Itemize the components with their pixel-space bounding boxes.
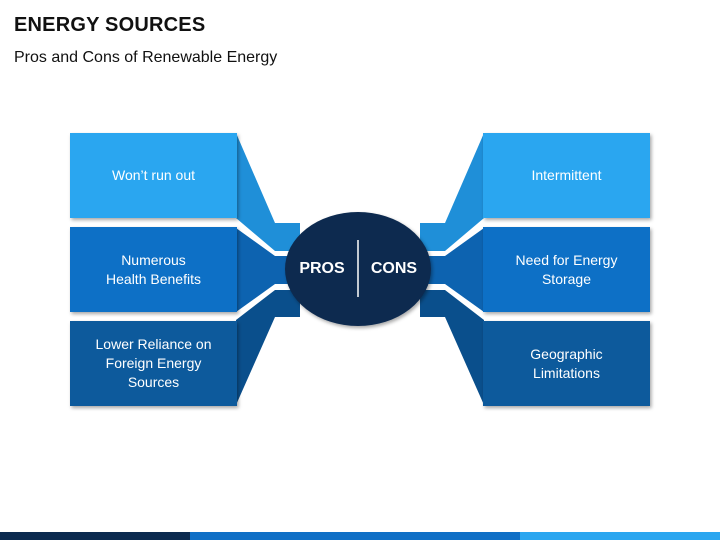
slide-title: ENERGY SOURCES (14, 14, 206, 36)
pros-connectors (236, 133, 300, 405)
pros-item-1-label: Won’t run out (111, 167, 195, 183)
cons-item-2-label: Need for Energy Storage (515, 251, 618, 287)
pros-box-2 (70, 227, 237, 312)
pros-box-1 (70, 133, 237, 218)
pros-item-3-label: Lower Reliance on Foreign Energy Sources (95, 336, 212, 390)
cons-heading: CONS (370, 260, 418, 277)
slide-subtitle: Pros and Cons of Renewable Energy (14, 49, 278, 66)
cons-connectors (420, 133, 484, 405)
cons-box-3 (483, 321, 650, 406)
cons-box-2 (483, 227, 650, 312)
cons-boxes (483, 133, 650, 406)
cons-item-1-label: Intermittent (531, 167, 602, 183)
cons-item-3-label: Geographic Limitations (530, 345, 603, 381)
pros-item-2-label: Numerous Health Benefits (106, 251, 201, 287)
cons-box-1 (483, 133, 650, 218)
pros-heading: PROS (299, 260, 345, 277)
footer-bar (0, 532, 720, 540)
pros-boxes (70, 133, 237, 406)
pros-box-3 (70, 321, 237, 406)
